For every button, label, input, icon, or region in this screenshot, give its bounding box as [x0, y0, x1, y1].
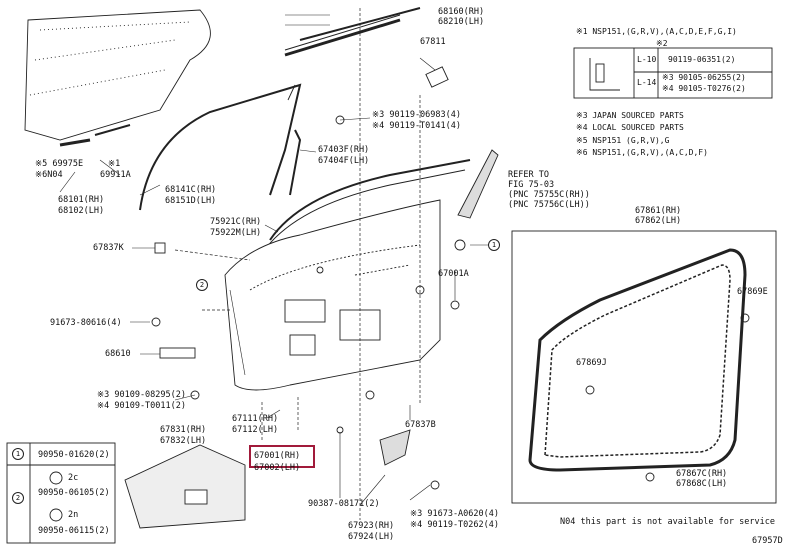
- label-67001a: 67001A: [438, 269, 469, 279]
- note-2-head: ※2: [656, 39, 668, 48]
- figure-number: 67957D: [752, 536, 783, 546]
- leader-lines: [174, 8, 421, 520]
- label-67404: 67404F(LH): [318, 156, 370, 166]
- pointer-lines: [59, 14, 488, 506]
- legend-2: 2: [12, 492, 26, 504]
- label-gn04: ※6N04: [35, 170, 63, 180]
- legend-table: [6, 442, 116, 544]
- label-67112: 67112(LH): [232, 425, 279, 435]
- label-68610: 68610: [105, 349, 131, 359]
- label-67832: 67832(LH): [160, 436, 207, 446]
- legend-2a: 90950-06105(2): [38, 488, 110, 498]
- label-90387: 90387-08171(2): [308, 499, 380, 509]
- label-68102: 68102(LH): [58, 206, 105, 216]
- label-67868: 67868C(LH): [676, 479, 728, 489]
- label-67867: 67867C(RH): [676, 469, 728, 479]
- door-insulator: [124, 444, 246, 529]
- note-l14: L-14: [637, 78, 657, 87]
- label-67001: 67001(RH): [254, 451, 301, 461]
- note-table: [573, 47, 773, 99]
- label-67869e: 67869E: [737, 287, 768, 297]
- label-69911-note: ※1: [108, 159, 121, 169]
- label-68160: 68160(RH): [438, 7, 485, 17]
- footer-note: N04 this part is not available for servi…: [560, 517, 775, 527]
- small-clips: [59, 66, 449, 147]
- refer-line2: FIG 75-03: [508, 180, 555, 190]
- door-glass: [24, 9, 211, 141]
- label-90109b: ※4 90109-T0011(2): [97, 401, 187, 411]
- label-67811: 67811: [420, 37, 446, 47]
- label-67403: 67403F(RH): [318, 145, 370, 155]
- legend-2n: 2n: [68, 510, 79, 520]
- note-l10-part: 90119-06351(2): [668, 55, 736, 64]
- label-68210: 68210(LH): [438, 17, 485, 27]
- label-75922: 75922M(LH): [210, 228, 262, 238]
- callout-2: 2: [196, 279, 210, 291]
- note-4: ※4 LOCAL SOURCED PARTS: [576, 123, 684, 132]
- legend-1-part: 90950-01620(2): [38, 450, 110, 460]
- label-67862: 67862(LH): [635, 216, 682, 226]
- note-6: ※6 NSP151,(G,R,V),(A,C,D,F): [576, 148, 708, 157]
- label-67861: 67861(RH): [635, 206, 682, 216]
- note-1: ※1 NSP151,(G,R,V),(A,C,D,E,F,G,I): [576, 27, 737, 36]
- refer-line4: (PNC 75756C(LH)): [508, 200, 590, 210]
- glass-run-channel: [139, 83, 302, 211]
- note-l10: L-10: [637, 55, 657, 64]
- note-5: ※5 NSP151 (G,R,V),G: [576, 136, 670, 145]
- legend-2c: 2c: [68, 473, 79, 483]
- label-68101: 68101(RH): [58, 195, 105, 205]
- refer-line3: (PNC 75755C(RH)): [508, 190, 590, 200]
- note-l14b: ※4 90105-T0276(2): [662, 84, 746, 93]
- label-67924: 67924(LH): [348, 532, 395, 542]
- callout-1: 1: [488, 239, 502, 251]
- label-68141: 68141C(RH): [165, 185, 217, 195]
- label-67837k: 67837K: [93, 243, 124, 253]
- refer-line1: REFER TO: [508, 170, 549, 180]
- label-67837b: 67837B: [405, 420, 436, 430]
- label-90119b: ※4 90119-T0141(4): [372, 121, 462, 131]
- label-67002: 67002(LH): [254, 463, 301, 473]
- legend-2b: 90950-06115(2): [38, 526, 110, 536]
- label-91673: 91673-80616(4): [50, 318, 122, 328]
- mirror-cover: [457, 149, 499, 219]
- label-90109a: ※3 90109-08295(2): [97, 390, 187, 400]
- outer-weatherstrip: [265, 159, 471, 249]
- fasteners: [151, 115, 466, 490]
- label-67111: 67111(RH): [232, 414, 279, 424]
- label-75921: 75921C(RH): [210, 217, 262, 227]
- label-67869j: 67869J: [576, 358, 607, 368]
- label-67923: 67923(RH): [348, 521, 395, 531]
- label-90119c: ※4 90119-T0262(4): [410, 520, 500, 530]
- label-67831: 67831(RH): [160, 425, 207, 435]
- label-69911: 69911A: [100, 170, 131, 180]
- note-l14a: ※3 90105-06255(2): [662, 73, 746, 82]
- label-68151: 68151D(LH): [165, 196, 217, 206]
- label-69975: ※5 69975E: [35, 159, 84, 169]
- label-90119a: ※3 90119-06983(4): [372, 110, 462, 120]
- highlight-box: [249, 445, 315, 468]
- weatherstrip-panel: [511, 230, 777, 504]
- note-3: ※3 JAPAN SOURCED PARTS: [576, 111, 684, 120]
- legend-1: 1: [12, 448, 26, 460]
- label-91673b: ※3 91673-A0620(4): [410, 509, 500, 519]
